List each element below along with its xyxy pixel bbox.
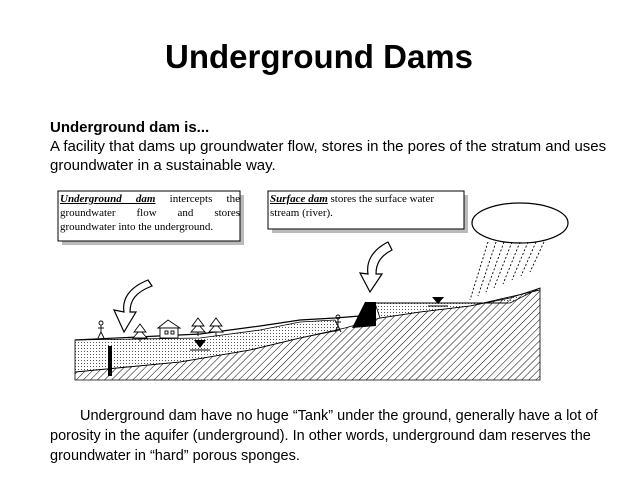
definition-block: Underground dam is... A facility that da… bbox=[50, 118, 610, 175]
arrow-to-underground-dam bbox=[112, 279, 153, 334]
definition-text: A facility that dams up groundwater flow… bbox=[50, 138, 607, 174]
water-level-marker-right bbox=[428, 297, 448, 307]
surface-dam-body bbox=[352, 302, 376, 328]
callout-surface-term: Surface dam bbox=[270, 193, 328, 205]
tree-icon bbox=[132, 317, 224, 342]
person-icon-right bbox=[334, 314, 342, 333]
house-icon bbox=[156, 319, 182, 339]
callout-surface-text: stores the surface water stream (river). bbox=[270, 193, 435, 219]
underground-dam-wall bbox=[108, 346, 112, 376]
callout-underground-term: Underground dam bbox=[60, 193, 156, 205]
explanation-note: Underground dam have no huge “Tank” unde… bbox=[50, 408, 598, 464]
callout-underground-text: intercepts the groundwater flow and stor… bbox=[60, 193, 240, 233]
definition-term: Underground dam is... bbox=[50, 119, 210, 136]
slide-title: Underground Dams bbox=[164, 38, 474, 75]
callout-surface-dam: Surface dam stores the surface water str… bbox=[267, 190, 468, 233]
rain-lines bbox=[469, 241, 545, 301]
water-level-marker-left bbox=[190, 340, 210, 351]
underground-dam-diagram: Underground dam intercepts the groundwat… bbox=[57, 190, 569, 381]
arrow-to-surface-dam bbox=[358, 241, 393, 294]
cloud-shape bbox=[471, 202, 569, 244]
ground-surface-line bbox=[74, 315, 361, 341]
person-icon-left bbox=[97, 320, 105, 339]
callout-underground-dam: Underground dam intercepts the groundwat… bbox=[57, 190, 244, 245]
